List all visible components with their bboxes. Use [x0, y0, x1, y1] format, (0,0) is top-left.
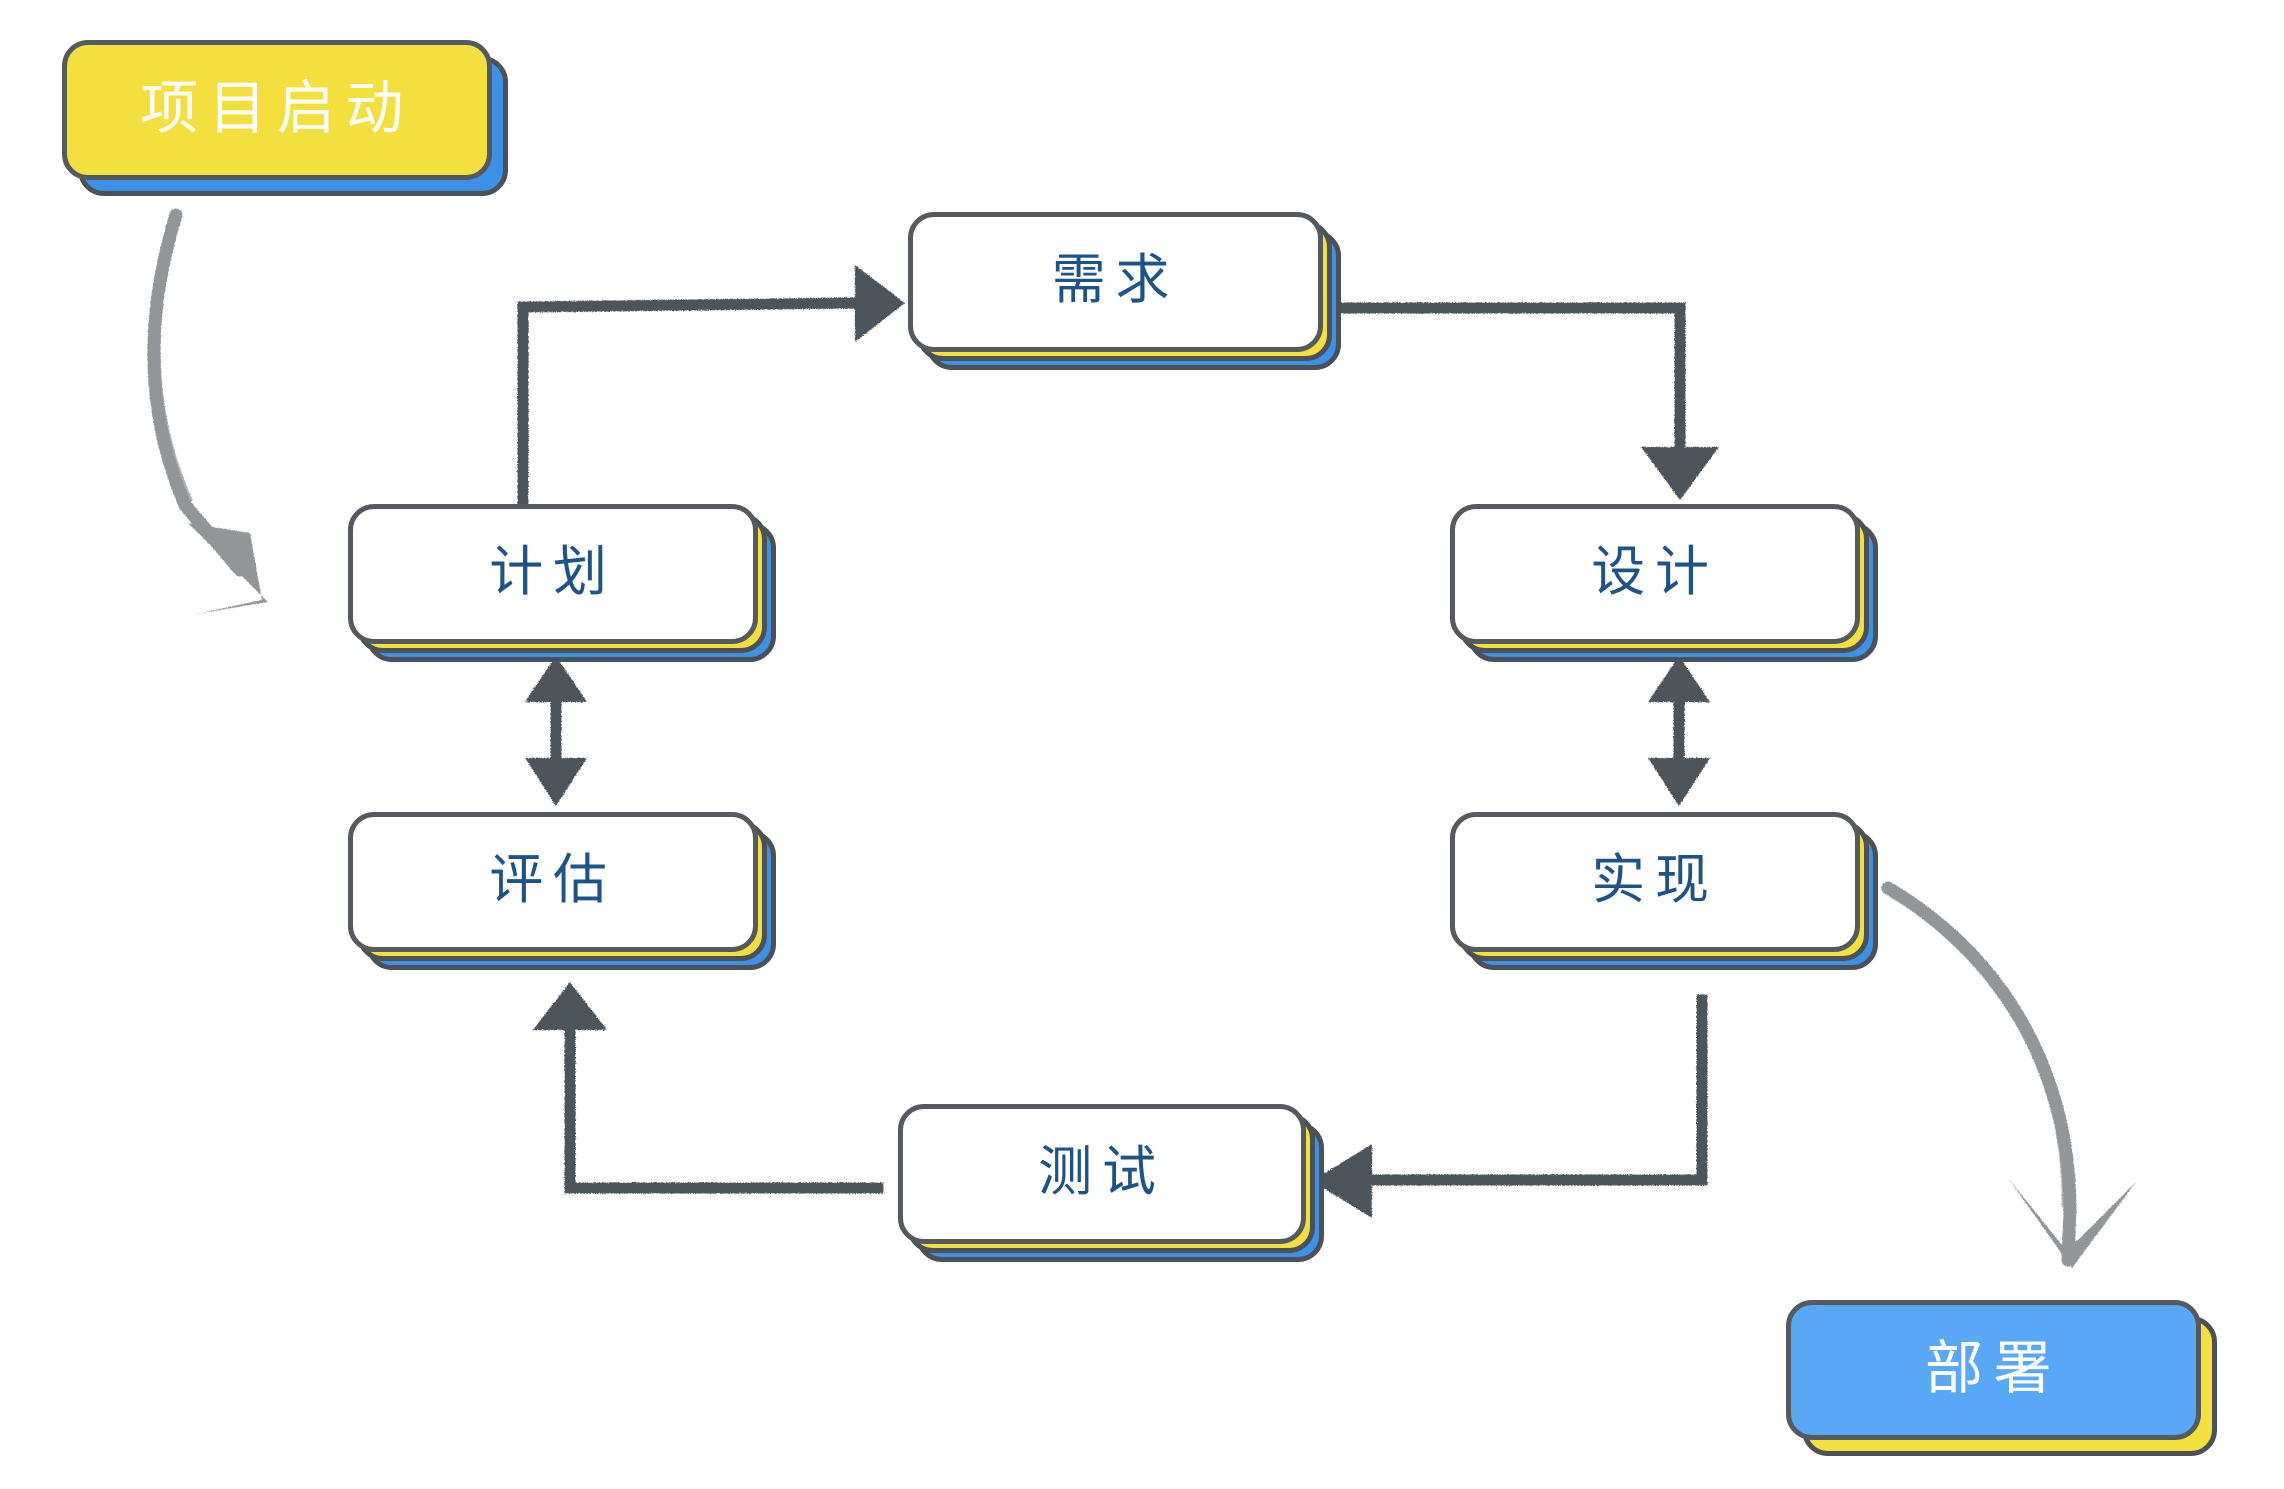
node-label: 计划	[489, 540, 617, 603]
edge-impl-to-deploy	[1881, 881, 2136, 1268]
node-label: 实现	[1591, 848, 1719, 911]
node-label: 设计	[1591, 540, 1719, 603]
node-label: 测试	[1038, 1140, 1166, 1203]
node-deploy[interactable]: 部署	[1786, 1300, 2217, 1456]
node-implementation[interactable]: 实现	[1450, 812, 1878, 970]
node-label: 评估	[489, 848, 617, 911]
edge-review-to-plan	[525, 656, 587, 806]
edge-plan-to-require	[517, 265, 905, 506]
edge-test-to-review	[533, 982, 884, 1194]
node-face: 评估	[348, 812, 758, 952]
node-face: 需求	[908, 212, 1323, 352]
edge-start-to-plan	[147, 208, 268, 614]
node-requirements[interactable]: 需求	[908, 212, 1341, 370]
node-face: 部署	[1786, 1300, 2201, 1440]
node-face: 计划	[348, 504, 758, 644]
node-project-start[interactable]: 项目启动	[62, 40, 508, 196]
node-label: 部署	[1925, 1334, 2062, 1402]
edge-impl-to-test	[1312, 994, 1708, 1218]
node-design[interactable]: 设计	[1450, 504, 1878, 662]
node-face: 项目启动	[62, 40, 492, 180]
node-face: 实现	[1450, 812, 1860, 952]
node-plan[interactable]: 计划	[348, 504, 776, 662]
node-face: 设计	[1450, 504, 1860, 644]
node-face: 测试	[898, 1104, 1306, 1244]
edge-design-to-impl	[1648, 656, 1710, 806]
node-evaluation[interactable]: 评估	[348, 812, 776, 970]
node-label: 项目启动	[140, 74, 414, 142]
node-testing[interactable]: 测试	[898, 1104, 1324, 1262]
node-label: 需求	[1051, 248, 1180, 311]
edge-require-to-design	[1328, 302, 1719, 500]
